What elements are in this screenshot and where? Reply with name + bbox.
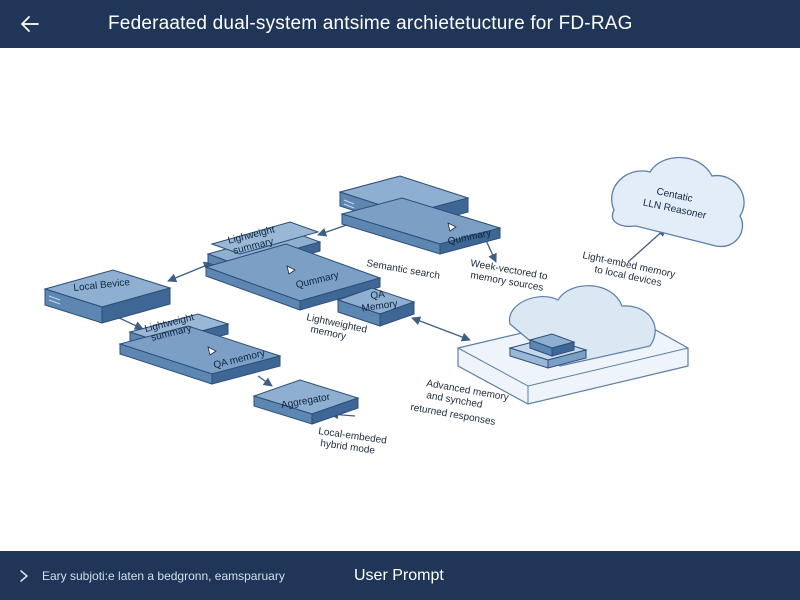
cloud-platform[interactable] xyxy=(457,285,689,405)
advanced-memory-label-3: returned responses xyxy=(409,402,496,428)
play-icon xyxy=(286,265,296,275)
qa-label-2: Memory xyxy=(361,299,398,315)
page-title: Federaated dual-system antsime archietet… xyxy=(108,13,633,34)
back-button[interactable] xyxy=(14,8,46,40)
qa-memory-box[interactable]: QA Memory xyxy=(336,287,416,327)
chevron-right-icon xyxy=(20,569,28,582)
play-icon xyxy=(447,222,457,232)
play-icon xyxy=(207,346,217,356)
light-summary-mid-box[interactable]: Lightweight summary QA memory xyxy=(118,312,282,385)
diagram-canvas: Local Bevice Lighweight summary Qummary xyxy=(0,48,800,551)
cloud-llm-reasoner[interactable]: Centatic LLN Reasoner xyxy=(611,156,745,248)
arrow-local-to-light-top xyxy=(167,261,213,283)
arrow-light-mid-to-aggregator xyxy=(257,375,273,387)
top-right-stack-box[interactable]: Qummary xyxy=(338,175,502,255)
footer-subtitle: Eary subjoti:e laten a bedgronn, eamspar… xyxy=(42,568,285,583)
qa-label-1: QA xyxy=(370,289,386,302)
local-device-box[interactable]: Local Bevice xyxy=(43,269,172,324)
expand-button[interactable] xyxy=(14,569,34,583)
arrow-qa-to-cloud xyxy=(411,316,471,342)
aggregator-box[interactable]: Aggregator xyxy=(252,379,360,425)
arrow-left-icon xyxy=(21,16,39,32)
light-summary-top-box[interactable]: Lighweight summary Qummary xyxy=(204,221,382,311)
architecture-diagram: Local Bevice Lighweight summary Qummary xyxy=(43,156,745,457)
footer-bar: Eary subjoti:e laten a bedgronn, eamspar… xyxy=(0,551,800,600)
header-bar: Federaated dual-system antsime archietet… xyxy=(0,0,800,48)
arrow-up-to-cloud-llm xyxy=(627,227,667,263)
user-prompt-button[interactable]: User Prompt xyxy=(354,566,444,584)
